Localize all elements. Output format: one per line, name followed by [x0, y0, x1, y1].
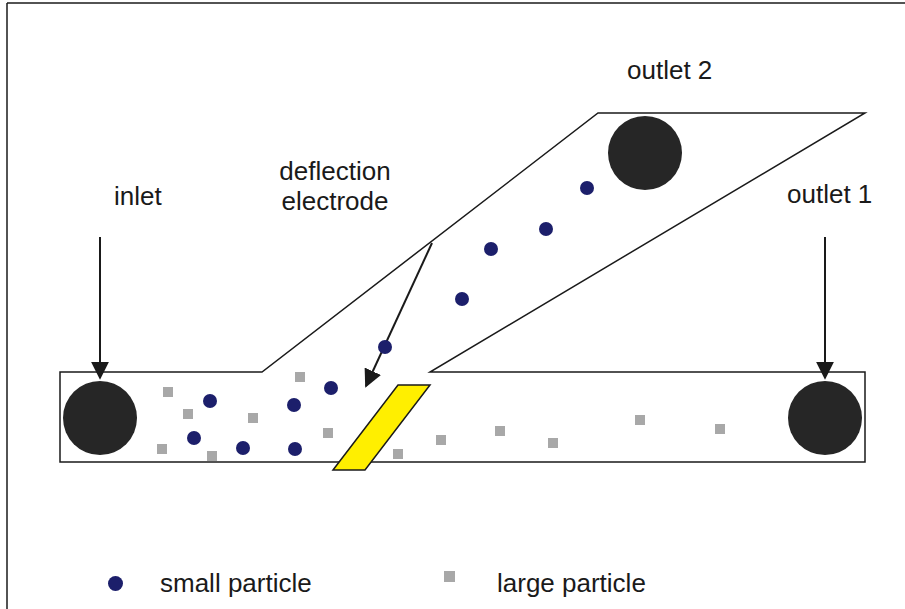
small-particles [187, 181, 594, 456]
frame-line [6, 3, 8, 609]
leader-arrow [824, 237, 826, 378]
leader-arrow [366, 243, 432, 386]
outlet-label: outlet 2 [627, 55, 712, 85]
legend-text: large particle [497, 568, 646, 598]
leader-arrow [99, 237, 101, 378]
outlet-label: outlet 1 [787, 179, 872, 209]
legend-swatch [444, 571, 455, 582]
electrode-label: deflection electrode [260, 156, 410, 216]
frame-line [7, 2, 905, 4]
inlet-port [63, 381, 137, 455]
channel-outline [60, 113, 865, 462]
inlet-label: inlet [114, 181, 162, 211]
outlet-port [608, 116, 682, 190]
deflection-electrode [333, 385, 430, 470]
legend-swatch [108, 576, 123, 591]
large-particles [157, 372, 725, 461]
outlet-port [788, 381, 862, 455]
legend-text: small particle [160, 568, 312, 598]
